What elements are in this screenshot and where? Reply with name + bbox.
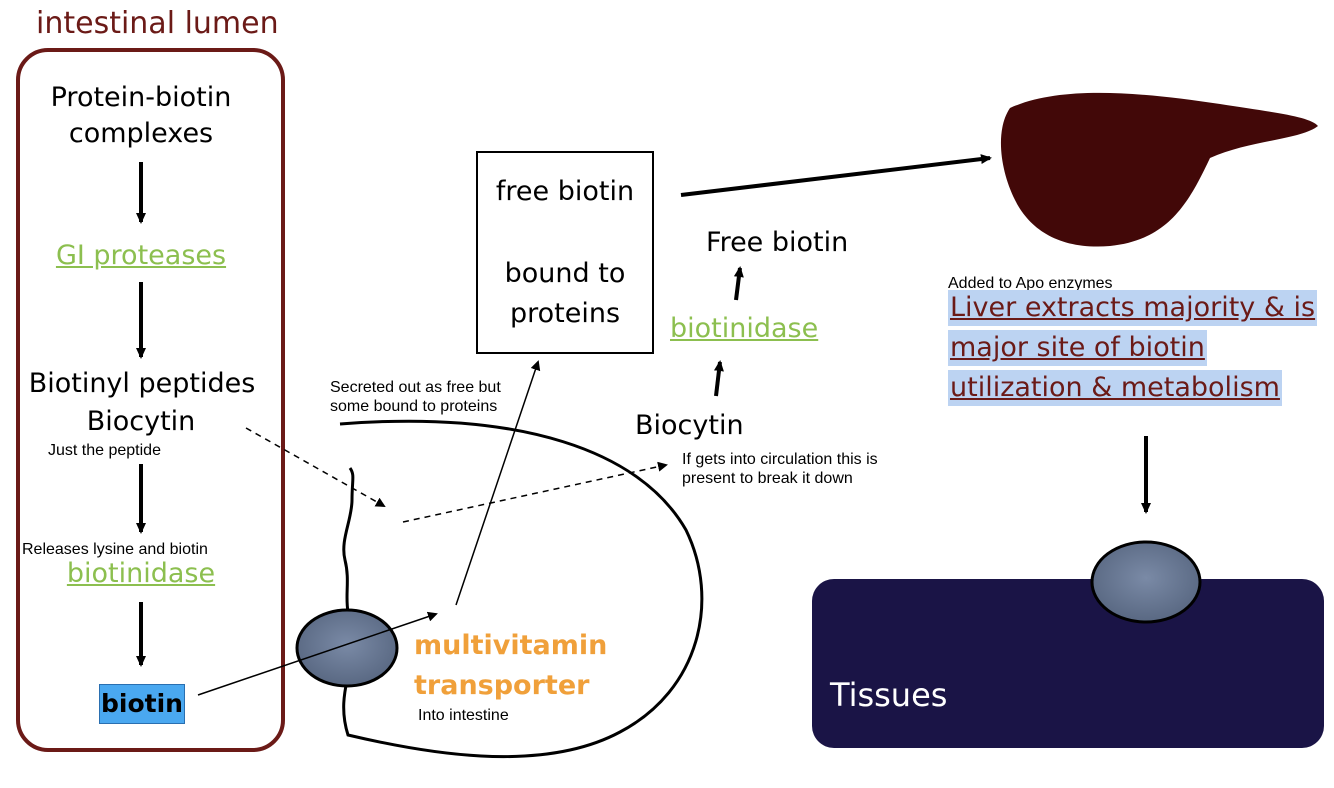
protein-biotin-label: Protein-biotin <box>50 82 232 113</box>
liver-text-line3: utilization & metabolism <box>948 370 1282 406</box>
circulation-note: If gets into circulation this is present… <box>682 451 878 487</box>
tissues-label: Tissues <box>830 676 948 714</box>
biotin-highlight: biotin <box>99 684 185 724</box>
biotinyl-peptides-label: Biotinyl peptides <box>28 368 256 399</box>
dashed-arrow-biocytin-in <box>245 427 386 507</box>
circulation-arrows <box>713 266 744 397</box>
box-free-biotin-label: free biotin <box>495 176 635 207</box>
gi-proteases-label: GI proteases <box>55 240 227 271</box>
transporter-oval <box>295 608 399 688</box>
arrow-biotin-to-transporter <box>197 611 438 696</box>
lumen-biocytin-label: Biocytin <box>86 406 196 437</box>
arrow-transporter-to-box <box>455 360 541 606</box>
liver-shape <box>1000 92 1318 247</box>
just-peptide-note: Just the peptide <box>48 442 161 459</box>
tissue-transporter-oval <box>1090 540 1202 624</box>
complexes-label: complexes <box>68 118 214 149</box>
tissues-block <box>812 579 1324 748</box>
dashed-arrow-biocytin-out <box>402 461 668 523</box>
box-proteins-label: proteins <box>509 298 621 329</box>
transporter-label-line2: transporter <box>414 670 590 701</box>
circulation-biocytin-label: Biocytin <box>635 410 744 441</box>
liver-text-line2: major site of biotin <box>948 330 1207 366</box>
lumen-title: intestinal lumen <box>36 6 279 41</box>
secreted-note: Secreted out as free but some bound to p… <box>330 379 501 415</box>
releases-note: Releases lysine and biotin <box>22 541 208 558</box>
arrow-box-to-liver <box>680 154 992 197</box>
transporter-label-line1: multivitamin <box>414 630 608 661</box>
free-biotin-label: Free biotin <box>706 227 849 258</box>
liver-text-line1: Liver extracts majority & is <box>948 290 1318 326</box>
enterocyte-outline <box>339 419 704 759</box>
box-bound-label: bound to <box>504 258 626 289</box>
circulation-biotinidase-label: biotinidase <box>670 313 819 344</box>
lumen-biotinidase-label: biotinidase <box>66 558 216 589</box>
into-intestine-note: Into intestine <box>418 707 509 724</box>
lumen-box <box>16 48 285 752</box>
free-biotin-box <box>476 151 654 354</box>
apo-enzymes-note: Added to Apo enzymes <box>948 275 1113 292</box>
